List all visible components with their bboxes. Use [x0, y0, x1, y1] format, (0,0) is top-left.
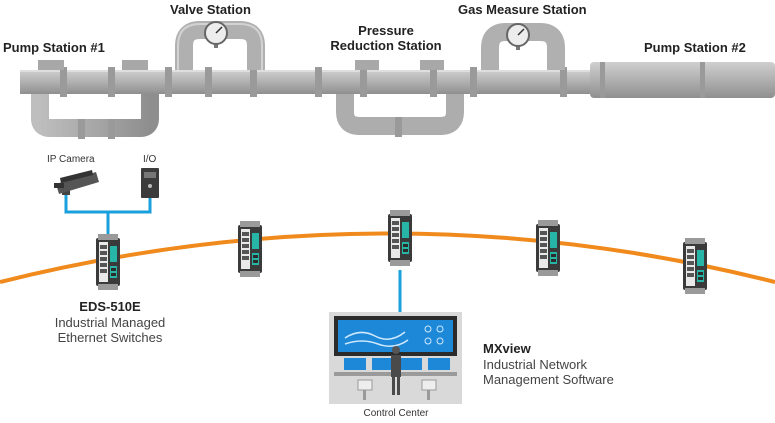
control-center-label: Control Center	[363, 408, 429, 419]
switch-icon	[238, 221, 262, 277]
network-links	[64, 195, 402, 312]
switch-icon	[683, 238, 707, 294]
label-pump-station-2: Pump Station #2	[644, 40, 746, 55]
label-valve-station: Valve Station	[170, 2, 251, 17]
switch-desc-line2: Ethernet Switches	[57, 330, 163, 345]
software-name-label: MXview	[483, 341, 531, 356]
software-desc-line2: Management Software	[483, 372, 614, 387]
control-center-graphic	[329, 312, 462, 404]
io-device-icon	[141, 168, 159, 198]
switch-icon	[536, 220, 560, 276]
label-pressure-line1: Pressure	[358, 23, 414, 38]
gauge-icon	[506, 23, 530, 50]
label-pump-station-1: Pump Station #1	[3, 40, 105, 55]
ip-camera-icon	[54, 170, 99, 195]
switch-model-label: EDS-510E	[79, 299, 141, 314]
pipeline	[20, 21, 775, 139]
gauge-icon	[204, 21, 228, 48]
label-gas-measure-station: Gas Measure Station	[458, 2, 587, 17]
label-ip-camera: IP Camera	[47, 154, 95, 165]
switch-icon	[96, 234, 120, 290]
label-io: I/O	[143, 154, 157, 165]
software-desc-line1: Industrial Network	[483, 357, 588, 372]
label-pressure-line2: Reduction Station	[330, 38, 442, 53]
switch-icon	[388, 210, 412, 266]
switch-desc-line1: Industrial Managed	[54, 315, 166, 330]
